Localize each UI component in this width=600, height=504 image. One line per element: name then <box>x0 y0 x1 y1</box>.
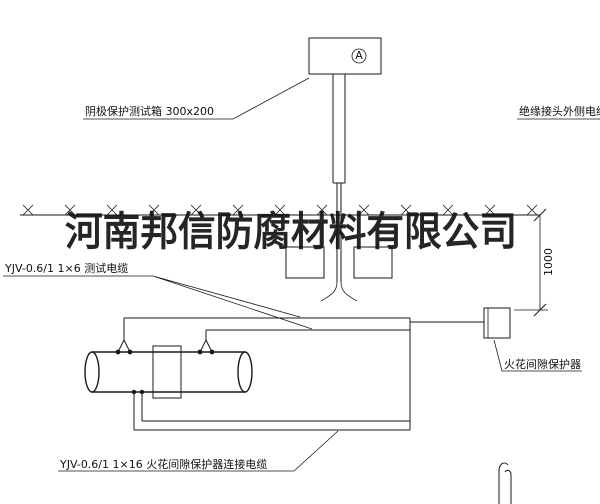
insulating-joint <box>152 345 182 399</box>
drawing-edge-symbol <box>498 462 512 504</box>
riser-post <box>320 74 358 302</box>
spark-gap-protector-annotation: 火花间隙保护器 <box>493 339 582 372</box>
protector-cable-annotation: YJV-0.6/1 1×16 火花间隙保护器连接电缆 <box>58 430 339 472</box>
foundation-right <box>353 246 393 279</box>
insulating-joint-cable-annotation: 绝缘接头外侧电缆 <box>517 104 600 120</box>
leader-line <box>83 77 310 120</box>
test-box-annotation: 阴极保护测试箱 300x200 <box>83 77 310 120</box>
test-box: A <box>308 37 382 75</box>
ammeter-symbol: A <box>355 49 363 62</box>
spark-gap-protector <box>483 307 511 339</box>
test-box-label: 阴极保护测试箱 300x200 <box>85 104 214 118</box>
insulating-joint-cable-label: 绝缘接头外侧电缆 <box>519 104 600 118</box>
watermark-text: 河南邦信防腐材料有限公司 <box>65 208 517 255</box>
pipe <box>84 345 253 399</box>
dimension-1000-label: 1000 <box>542 248 555 276</box>
test-cable-label: YJV-0.6/1 1×6 测试电缆 <box>4 262 128 275</box>
cable-runs <box>115 317 484 431</box>
leader-line <box>493 339 582 372</box>
leader-line <box>3 275 313 330</box>
spark-gap-protector-label: 火花间隙保护器 <box>504 357 581 371</box>
test-cable-annotation: YJV-0.6/1 1×6 测试电缆 <box>3 262 313 330</box>
protector-cable-label: YJV-0.6/1 1×16 火花间隙保护器连接电缆 <box>59 457 267 471</box>
foundation-left <box>285 246 325 279</box>
dimension-line: 1000 <box>514 208 555 317</box>
leader-line <box>58 430 339 472</box>
